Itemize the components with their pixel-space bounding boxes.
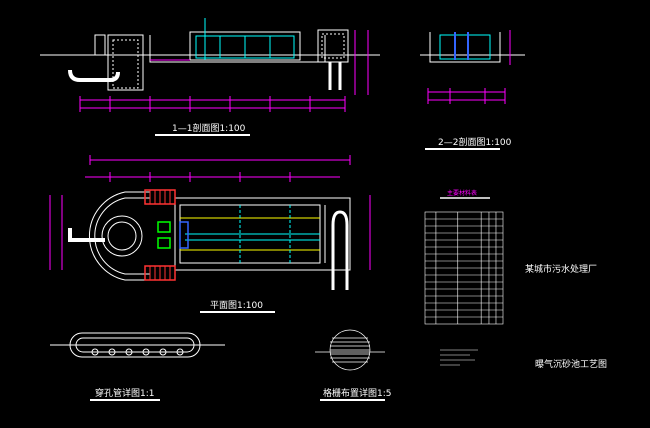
plan-view <box>49 155 371 290</box>
section-2-2-title: 2—2剖面图1:100 <box>438 136 512 148</box>
pipe-detail-title: 穿孔管详图1:1 <box>95 387 155 399</box>
section-1-1-title: 1—1剖面图1:100 <box>172 122 246 134</box>
grate-detail <box>315 329 385 371</box>
table-title: 主要材料表 <box>447 189 477 197</box>
notes-block <box>440 349 478 366</box>
pipe-detail <box>50 332 225 358</box>
plan-title: 平面图1:100 <box>210 300 263 311</box>
section-1-1 <box>40 18 380 112</box>
grate-detail-title: 格栅布置详图1:5 <box>323 387 392 399</box>
plan-grates <box>144 189 189 281</box>
plant-name: 某城市污水处理厂 <box>525 263 597 275</box>
material-table <box>424 211 504 325</box>
sheet-name: 曝气沉砂池工艺图 <box>535 358 607 370</box>
section-2-2 <box>420 30 525 104</box>
